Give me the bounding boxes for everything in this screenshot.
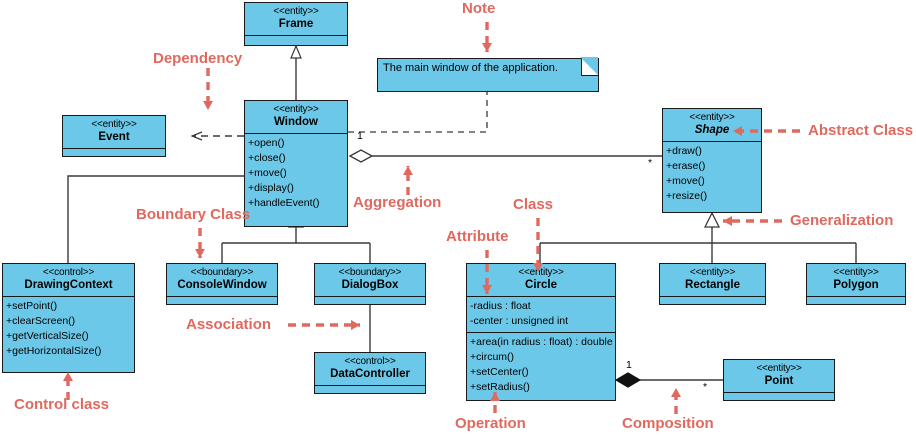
class-box-event[interactable]: <<entity>> Event <box>62 115 166 157</box>
class-name-point: Point <box>764 374 794 387</box>
class-operations-window: +open() +close() +move() +display() +han… <box>245 134 347 214</box>
operation-item: +circum() <box>470 350 515 363</box>
class-stereotype-polygon: <<entity>> <box>833 267 879 278</box>
class-header-window: <<entity>> Window <box>245 101 347 134</box>
operation-item: +getVerticalSize() <box>6 329 89 342</box>
operation-item: +getHorizontalSize() <box>6 344 102 357</box>
note-text: The main window of the application. <box>383 62 558 74</box>
operation-item: +erase() <box>666 159 706 172</box>
annotation-label-generalization: Generalization <box>790 212 894 229</box>
class-name-datacontroller: DataController <box>330 367 410 380</box>
class-name-dialogbox: DialogBox <box>341 278 399 291</box>
class-stereotype-consolewindow: <<boundary>> <box>190 267 254 278</box>
operation-item: +move() <box>248 166 287 179</box>
class-box-shape[interactable]: <<entity>> Shape +draw() +erase() +move(… <box>662 108 762 213</box>
operation-item: +move() <box>666 174 705 187</box>
annotation-label-dependency: Dependency <box>153 50 243 67</box>
class-stereotype-point: <<entity>> <box>756 363 802 374</box>
class-box-circle[interactable]: <<entity>> Circle -radius : float -cente… <box>466 263 616 401</box>
class-header-rectangle: <<entity>> Rectangle <box>660 264 765 297</box>
class-operations-drawingcontext: +setPoint() +clearScreen() +getVerticalS… <box>3 297 134 362</box>
class-name-window: Window <box>274 115 318 128</box>
class-box-dialogbox[interactable]: <<boundary>> DialogBox <box>314 263 426 305</box>
class-stereotype-shape: <<entity>> <box>689 112 735 123</box>
class-stereotype-rectangle: <<entity>> <box>689 267 736 278</box>
class-name-drawingcontext: DrawingContext <box>24 278 113 291</box>
class-name-polygon: Polygon <box>833 278 879 291</box>
class-box-consolewindow[interactable]: <<boundary>> ConsoleWindow <box>166 263 278 305</box>
class-stereotype-event: <<entity>> <box>91 119 137 130</box>
annotation-label-note: Note <box>462 0 496 17</box>
class-header-dialogbox: <<boundary>> DialogBox <box>315 264 425 297</box>
class-operations-shape: +draw() +erase() +move() +resize() <box>663 142 761 207</box>
note-box[interactable]: The main window of the application. <box>377 57 599 92</box>
class-box-point[interactable]: <<entity>> Point <box>723 359 835 401</box>
class-attributes-circle: -radius : float -center : unsigned int <box>467 297 615 332</box>
operation-item: +display() <box>248 181 294 194</box>
class-name-event: Event <box>98 130 130 143</box>
annotation-label-abstract-class: Abstract Class <box>808 122 914 139</box>
class-name-circle: Circle <box>525 278 557 291</box>
annotation-label-association: Association <box>186 316 272 333</box>
class-stereotype-frame: <<entity>> <box>273 6 319 17</box>
annotation-label-composition: Composition <box>622 415 714 432</box>
multiplicity-window-shape-target: * <box>648 157 653 169</box>
attribute-item: -center : unsigned int <box>470 314 569 327</box>
operation-item: +close() <box>248 151 286 164</box>
annotation-label-attribute: Attribute <box>446 228 509 245</box>
operation-item: +draw() <box>666 144 702 157</box>
class-header-shape: <<entity>> Shape <box>663 109 761 142</box>
class-stereotype-datacontroller: <<control>> <box>344 356 396 367</box>
class-header-event: <<entity>> Event <box>63 116 165 149</box>
class-box-rectangle[interactable]: <<entity>> Rectangle <box>659 263 766 305</box>
class-box-datacontroller[interactable]: <<control>> DataController <box>314 352 426 394</box>
class-header-drawingcontext: <<control>> DrawingContext <box>3 264 134 297</box>
annotation-label-class: Class <box>513 196 554 213</box>
class-header-consolewindow: <<boundary>> ConsoleWindow <box>167 264 277 297</box>
operation-item: +open() <box>248 136 285 149</box>
note-fold-corner <box>580 57 598 76</box>
attribute-item: -radius : float <box>470 299 531 312</box>
operation-item: +area(in radius : float) : double <box>470 335 613 348</box>
class-box-drawingcontext[interactable]: <<control>> DrawingContext +setPoint() +… <box>2 263 135 373</box>
class-name-rectangle: Rectangle <box>685 278 740 291</box>
class-name-consolewindow: ConsoleWindow <box>177 278 267 291</box>
class-name-shape: Shape <box>694 123 730 136</box>
class-stereotype-circle: <<entity>> <box>518 267 564 278</box>
annotation-label-boundary-class: Boundary Class <box>136 206 251 223</box>
class-stereotype-window: <<entity>> <box>273 104 319 115</box>
class-operations-circle: +area(in radius : float) : double +circu… <box>467 331 615 398</box>
class-name-frame: Frame <box>278 17 314 30</box>
annotation-label-aggregation: Aggregation <box>353 194 442 211</box>
class-header-circle: <<entity>> Circle <box>467 264 615 297</box>
operation-item: +clearScreen() <box>6 314 76 327</box>
class-header-datacontroller: <<control>> DataController <box>315 353 425 386</box>
multiplicity-circle-point-target: * <box>703 381 708 393</box>
multiplicity-circle-point-source: 1 <box>626 359 632 371</box>
multiplicity-window-shape-source: 1 <box>357 130 363 142</box>
class-box-polygon[interactable]: <<entity>> Polygon <box>806 263 906 305</box>
operation-item: +setPoint() <box>6 299 58 312</box>
class-header-frame: <<entity>> Frame <box>245 3 347 36</box>
class-box-window[interactable]: <<entity>> Window +open() +close() +move… <box>244 100 348 227</box>
operation-item: +setCenter() <box>470 365 529 378</box>
annotation-label-control-class: Control class <box>14 396 110 413</box>
annotation-label-operation: Operation <box>455 415 526 432</box>
operation-item: +handleEvent() <box>248 196 320 209</box>
class-box-frame[interactable]: <<entity>> Frame <box>244 2 348 46</box>
class-stereotype-dialogbox: <<boundary>> <box>338 267 402 278</box>
class-header-polygon: <<entity>> Polygon <box>807 264 905 297</box>
class-stereotype-drawingcontext: <<control>> <box>42 267 95 278</box>
class-header-point: <<entity>> Point <box>724 360 834 393</box>
operation-item: +resize() <box>666 189 708 202</box>
operation-item: +setRadius() <box>470 380 530 393</box>
